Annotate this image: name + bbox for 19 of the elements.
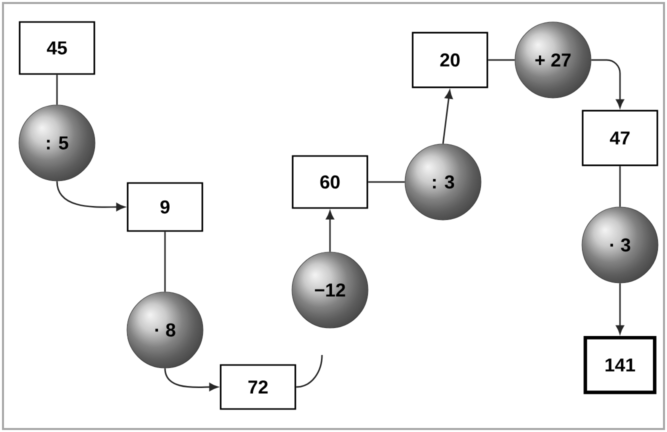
number-box: 72 [220,364,296,410]
connector [326,210,334,252]
connector [164,232,166,292]
number-box: 141 [584,336,656,394]
number-box: 9 [126,182,204,232]
connector [56,74,58,105]
connector [368,181,405,183]
connector [296,354,323,388]
connector [442,90,453,144]
number-box: 47 [582,110,658,166]
connector [619,166,621,207]
connector [56,181,125,212]
connector [616,283,624,334]
number-box: 60 [292,155,368,209]
number-box: 20 [412,32,488,88]
connector [488,59,515,61]
number-box: 45 [18,21,96,75]
connector [164,368,218,392]
connector [591,59,624,108]
